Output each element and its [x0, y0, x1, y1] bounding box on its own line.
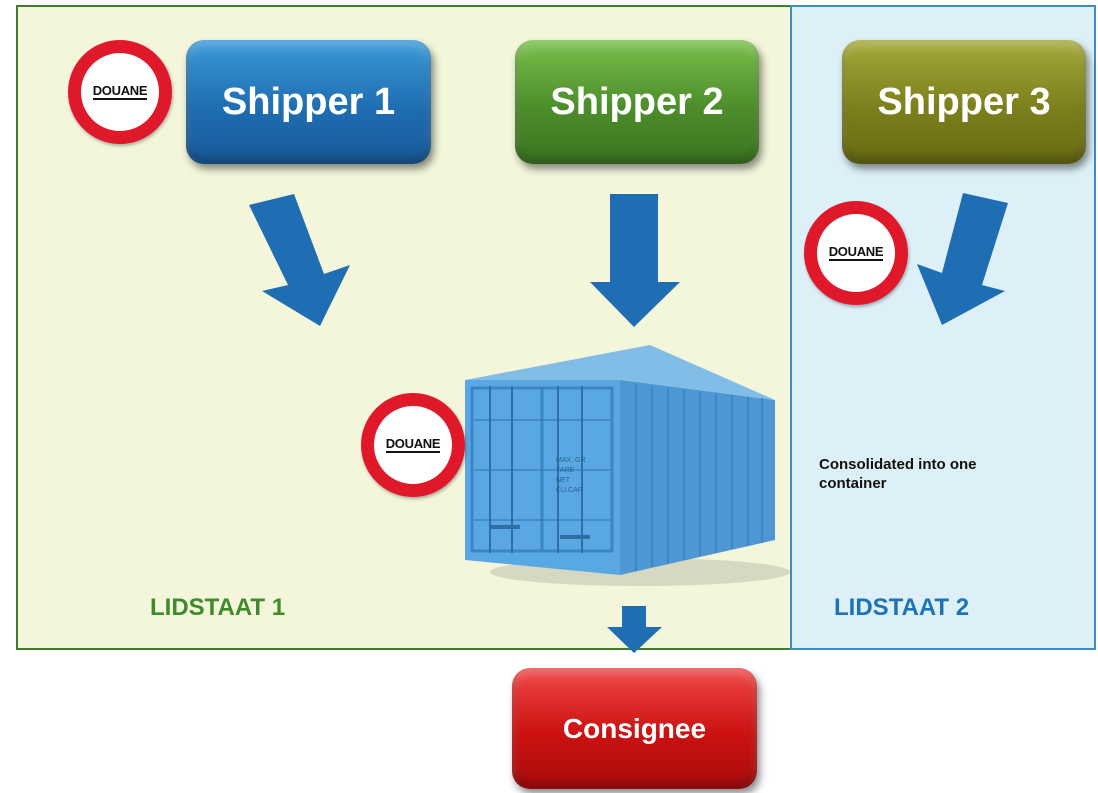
container-door-text: TARE [556, 467, 574, 474]
shipper-1-arrow [249, 194, 350, 326]
container-door-text: CU.CAP [556, 487, 583, 494]
container-door-text: NET [556, 477, 571, 484]
shipping-container-icon: MAX. GR TARE NET CU.CAP [465, 345, 790, 586]
customs-sign-label: DOUANE [92, 83, 148, 100]
shipper-3-box: Shipper 3 [842, 40, 1086, 164]
shipper-3-arrow [917, 193, 1008, 325]
member-state-2-label: LIDSTAAT 2 [834, 594, 970, 621]
customs-sign-label: DOUANE [828, 244, 884, 261]
shipper-2-arrow [590, 194, 680, 327]
shipper-1-box: Shipper 1 [186, 40, 431, 164]
customs-sign-icon: DOUANE [361, 393, 465, 497]
consignee-box: Consignee [512, 668, 757, 789]
customs-sign-icon: DOUANE [804, 201, 908, 305]
container-to-consignee-arrow [607, 606, 662, 653]
consolidation-note: Consolidated into one container [819, 456, 977, 492]
customs-sign-icon: DOUANE [68, 40, 172, 144]
shipper-2-box: Shipper 2 [515, 40, 759, 164]
customs-sign-label: DOUANE [385, 436, 441, 453]
container-door-text: MAX. GR [556, 457, 586, 464]
member-state-1-label: LIDSTAAT 1 [150, 594, 286, 621]
